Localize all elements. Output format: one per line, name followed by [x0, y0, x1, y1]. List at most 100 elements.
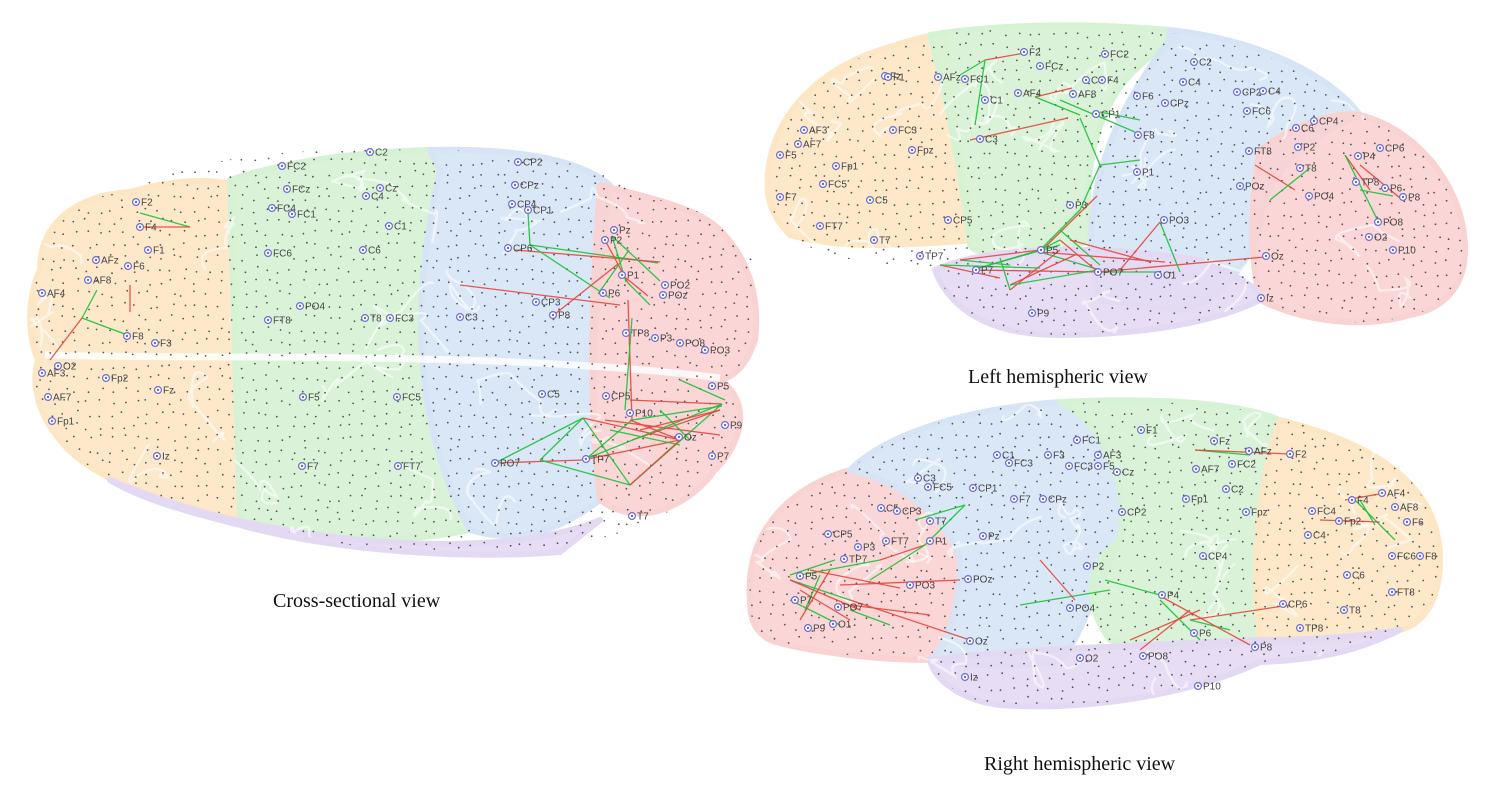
electrode-label: C5: [875, 196, 888, 207]
electrode-label: Oz: [1271, 252, 1284, 263]
electrode-label: T7: [879, 236, 891, 247]
electrode-label: AF3: [809, 126, 828, 137]
electrode-label: O1: [838, 620, 852, 631]
electrode-label: CP4: [1319, 117, 1339, 128]
electrode-label: P6: [1199, 629, 1212, 640]
electrode-label: PO8: [1148, 652, 1168, 663]
electrode-label: PO3: [915, 581, 935, 592]
electrode-label: P7: [717, 452, 730, 463]
electrode-label: CP2: [1127, 508, 1147, 519]
electrode-label: Fp2: [111, 374, 129, 385]
electrode-label: TP8: [631, 329, 650, 340]
electrode-label: FC6: [273, 249, 292, 260]
electrode-label: C4: [1188, 78, 1201, 89]
electrode-label: Oz: [975, 637, 988, 648]
electrode-label: P9: [730, 421, 743, 432]
electrode-label: POz: [973, 575, 992, 586]
electrode-label: P1: [627, 271, 640, 282]
electrode-label: F6: [1142, 92, 1154, 103]
electrode-label: Pz: [988, 532, 1000, 543]
electrode-label: Fp2: [1344, 517, 1362, 528]
electrode-label: CP6: [1288, 600, 1308, 611]
electrode-label: P5: [1046, 246, 1059, 257]
electrode-label: F3: [160, 339, 172, 350]
electrode-label: AF3: [47, 369, 66, 380]
electrode-label: AF4: [1023, 89, 1042, 100]
electrode-label: AFz: [101, 256, 119, 267]
electrode-label: FC3: [1074, 462, 1093, 473]
electrode-label: T8: [1305, 164, 1317, 175]
electrode-label: C2: [375, 148, 388, 159]
electrode-label: F3: [1053, 451, 1065, 462]
electrode-label: CP2: [1242, 88, 1262, 99]
electrode-label: P9: [813, 624, 826, 635]
electrode-label: C1: [1002, 451, 1015, 462]
electrode-label: C5: [547, 390, 560, 401]
electrode-label: FC2: [1110, 50, 1129, 61]
electrode-label: CP6: [1385, 144, 1405, 155]
electrode-label: PO4: [305, 302, 325, 313]
left-region-occipital: [1253, 114, 1466, 322]
electrode-label: FC6: [1397, 552, 1416, 563]
electrode-label: F6: [1412, 518, 1424, 529]
electrode-label: PO8: [1383, 218, 1403, 229]
electrode-label: CPz: [1048, 495, 1067, 506]
electrode-label: Fp1: [1191, 495, 1209, 506]
electrode-label: F4: [1357, 496, 1369, 507]
electrode-label: C1: [990, 96, 1003, 107]
electrode-label: AF4: [47, 289, 66, 300]
caption-right-hemispheric-view: Right hemispheric view: [984, 753, 1175, 776]
electrode-label: O2: [1374, 233, 1388, 244]
electrode-T7: T7: [629, 512, 650, 523]
electrode-label: FT8: [1254, 147, 1272, 158]
electrode-label: CPz: [520, 181, 539, 192]
electrode-P10: P10: [1195, 682, 1222, 693]
electrode-label: C4: [1268, 87, 1281, 98]
electrode-label: FC6: [1252, 107, 1271, 118]
electrode-label: AF7: [53, 393, 72, 404]
electrode-label: Cz: [1122, 468, 1134, 479]
electrode-label: P2: [1092, 562, 1105, 573]
electrode-label: C1: [394, 222, 407, 233]
electrode-label: F6: [133, 262, 145, 273]
electrode-label: P3: [1075, 201, 1088, 212]
electrode-label: C2: [1199, 58, 1212, 69]
electrode-label: FC4: [1317, 507, 1336, 518]
electrode-label: CP1: [978, 484, 998, 495]
electrode-label: FT8: [273, 316, 291, 327]
electrode-label: P8: [1408, 193, 1421, 204]
electrode-label: C6: [1352, 571, 1365, 582]
electrode-label: P2: [1303, 143, 1316, 154]
electrode-label: CP5: [611, 392, 631, 403]
caption-left-hemispheric-view: Left hemispheric view: [968, 366, 1148, 389]
electrode-label: AF7: [1201, 465, 1220, 476]
electrode-label: P1: [935, 537, 948, 548]
electrode-label: Fz: [163, 386, 174, 397]
electrode-label: C6: [368, 246, 381, 257]
electrode-label: PO7: [843, 603, 863, 614]
electrode-label: F5: [308, 393, 320, 404]
electrode-label: F4: [145, 223, 157, 234]
electrode-label: Iz: [162, 452, 170, 463]
electrode-label: FT7: [891, 537, 909, 548]
electrode-label: F2: [1295, 450, 1307, 461]
electrode-label: O2: [1085, 654, 1099, 665]
electrode-label: AF4: [1387, 489, 1406, 500]
electrode-label: AF8: [93, 276, 112, 287]
electrode-label: P2: [610, 236, 623, 247]
electrode-label: F8: [1425, 552, 1437, 563]
electrode-label: AF8: [1400, 503, 1419, 514]
electrode-label: P6: [608, 289, 621, 300]
electrode-label: C3: [465, 313, 478, 324]
electrode-label: TP7: [925, 252, 944, 263]
electrode-label: FC2: [287, 162, 306, 173]
electrode-label: F7: [307, 462, 319, 473]
electrode-label: FC1: [970, 75, 989, 86]
electrode-label: F4: [1107, 76, 1119, 87]
electrode-label: PO7: [500, 459, 520, 470]
electrode-label: FT7: [825, 222, 843, 233]
electrode-label: AFz: [1254, 447, 1272, 458]
electrode-label: P1: [1142, 168, 1155, 179]
